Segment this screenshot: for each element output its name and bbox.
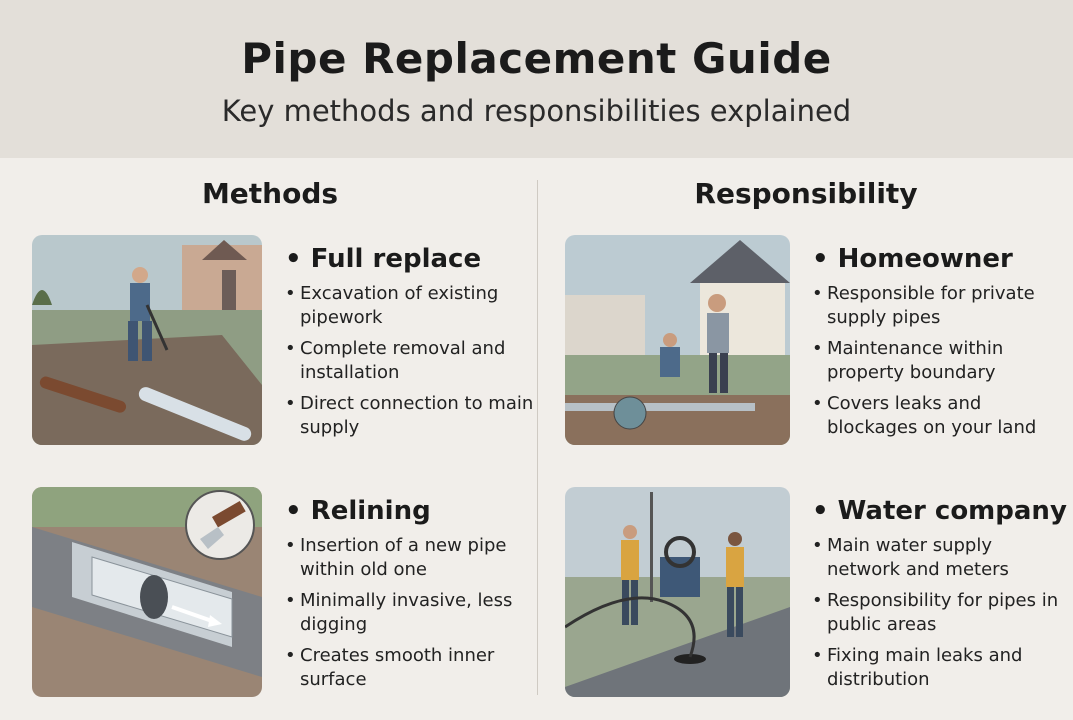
list-item: Excavation of existing pipework bbox=[285, 282, 545, 330]
list-item: Fixing main leaks and distribution bbox=[812, 644, 1062, 692]
relining-section: Relining Insertion of a new pipe within … bbox=[285, 496, 545, 699]
full-replace-heading: Full replace bbox=[285, 244, 545, 274]
list-item: Insertion of a new pipe within old one bbox=[285, 534, 545, 582]
list-item: Main water supply network and meters bbox=[812, 534, 1062, 582]
page-title: Pipe Replacement Guide bbox=[241, 34, 832, 83]
list-item: Covers leaks and blockages on your land bbox=[812, 392, 1072, 440]
relining-heading: Relining bbox=[285, 496, 545, 526]
methods-heading: Methods bbox=[201, 177, 339, 210]
responsibility-heading: Responsibility bbox=[694, 177, 918, 210]
list-item: Complete removal and installation bbox=[285, 337, 545, 385]
list-item: Responsible for private supply pipes bbox=[812, 282, 1072, 330]
list-item: Creates smooth inner surface bbox=[285, 644, 545, 692]
page-subtitle: Key methods and responsibilities explain… bbox=[221, 94, 852, 128]
list-item: Responsibility for pipes in public areas bbox=[812, 589, 1062, 637]
homeowner-illustration bbox=[565, 235, 790, 445]
water-company-section: Water company Main water supply network … bbox=[812, 496, 1067, 699]
list-item: Maintenance within property boundary bbox=[812, 337, 1072, 385]
full-replace-section: Full replace Excavation of existing pipe… bbox=[285, 244, 545, 447]
header-band: Pipe Replacement Guide Key methods and r… bbox=[0, 0, 1073, 158]
list-item: Direct connection to main supply bbox=[285, 392, 545, 440]
list-item: Minimally invasive, less digging bbox=[285, 589, 545, 637]
water-company-illustration bbox=[565, 487, 790, 697]
homeowner-heading: Homeowner bbox=[812, 244, 1072, 274]
full-replace-illustration bbox=[32, 235, 262, 445]
homeowner-section: Homeowner Responsible for private supply… bbox=[812, 244, 1072, 447]
water-company-heading: Water company bbox=[812, 496, 1067, 526]
relining-illustration bbox=[32, 487, 262, 697]
